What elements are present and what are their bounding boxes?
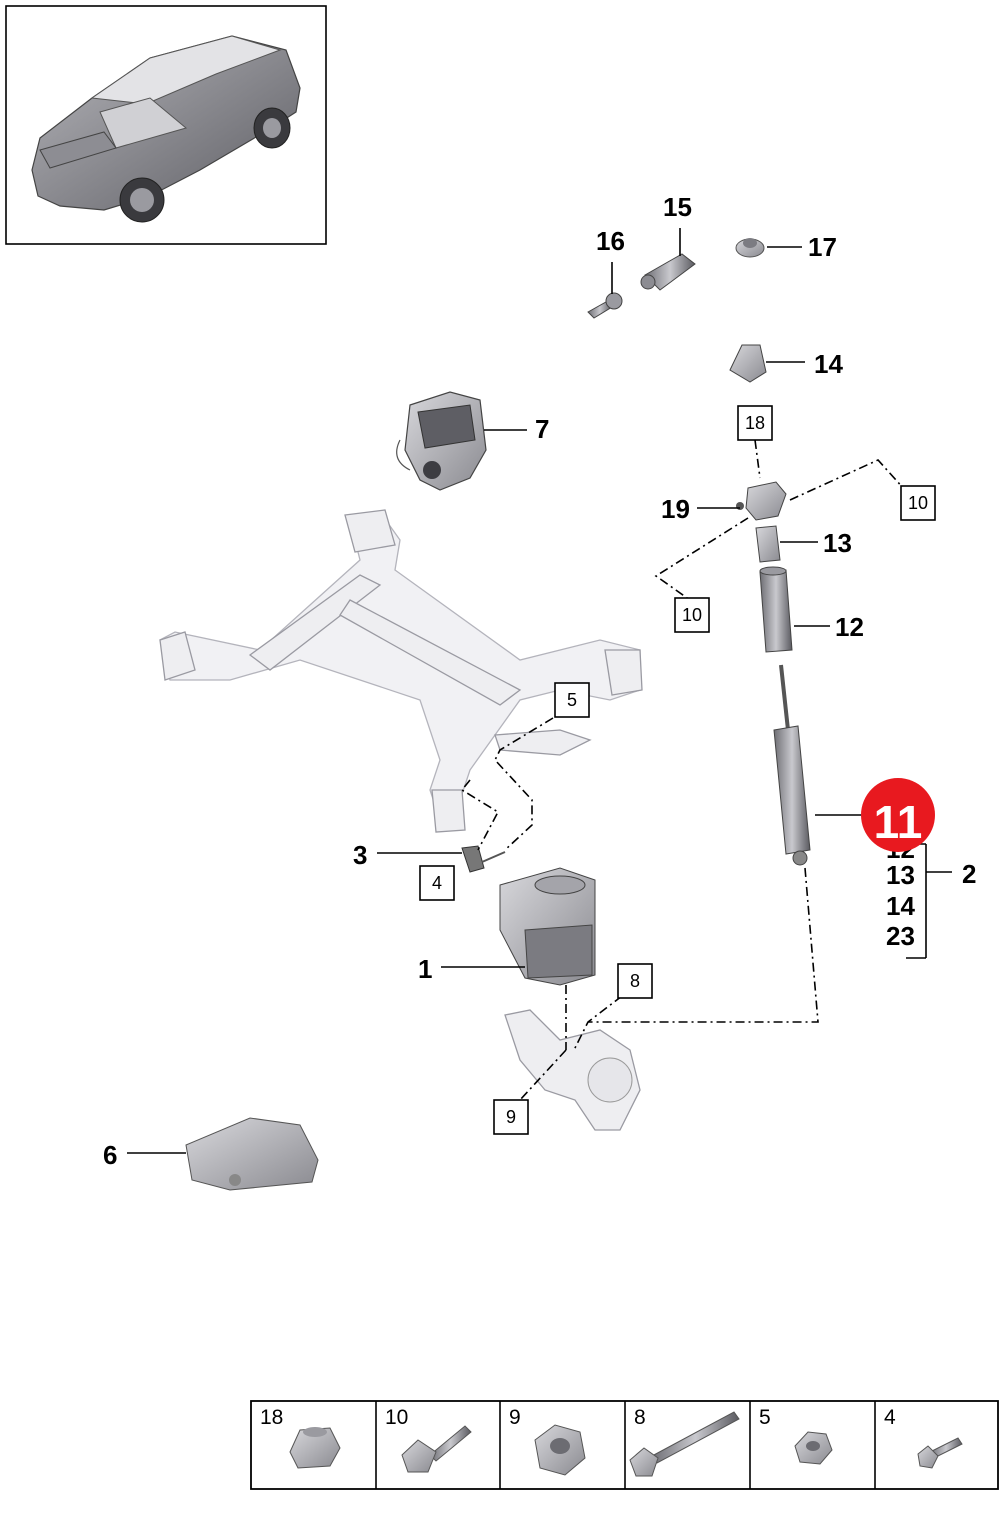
svg-text:18: 18 bbox=[260, 1406, 283, 1429]
fastener-cell-10[interactable]: 10 bbox=[385, 1406, 472, 1473]
callout-3: 3 bbox=[353, 840, 367, 870]
boxed-references: 18 10 10 5 4 8 9 bbox=[419, 405, 936, 1135]
boxed-ref-4[interactable]: 4 bbox=[419, 865, 455, 901]
callout-13: 13 bbox=[823, 528, 852, 558]
rear-axle-subframe[interactable] bbox=[159, 509, 643, 833]
svg-text:4: 4 bbox=[884, 1406, 896, 1429]
callout-numbers: 15 16 17 14 7 19 13 12 3 1 6 2 bbox=[103, 192, 976, 1170]
boxed-ref-18[interactable]: 18 bbox=[737, 405, 773, 441]
callout-14: 14 bbox=[814, 349, 843, 379]
svg-text:10: 10 bbox=[682, 605, 702, 625]
callout-2: 2 bbox=[962, 859, 976, 889]
svg-text:9: 9 bbox=[509, 1406, 521, 1429]
fastener-cell-5[interactable]: 5 bbox=[759, 1406, 833, 1465]
shock-absorber-part-11[interactable] bbox=[773, 664, 811, 866]
boxed-ref-8[interactable]: 8 bbox=[617, 963, 653, 999]
connection-lines bbox=[460, 439, 906, 1101]
assembly-item-13: 13 bbox=[886, 860, 915, 890]
boxed-ref-5[interactable]: 5 bbox=[554, 682, 590, 718]
callout-15: 15 bbox=[663, 192, 692, 222]
fastener-table: 18 10 9 8 5 4 bbox=[250, 1400, 999, 1490]
svg-text:5: 5 bbox=[759, 1406, 771, 1429]
upper-mount-part-19[interactable] bbox=[736, 481, 787, 521]
air-supply-unit-part[interactable] bbox=[396, 391, 487, 491]
wheel-carrier[interactable] bbox=[504, 1009, 641, 1131]
air-spring-part-1[interactable] bbox=[499, 867, 596, 986]
assembly-item-14: 14 bbox=[886, 891, 915, 921]
svg-text:10: 10 bbox=[385, 1406, 408, 1429]
vehicle-thumbnail[interactable] bbox=[5, 5, 327, 245]
nut-part-17[interactable] bbox=[735, 238, 765, 258]
svg-text:8: 8 bbox=[634, 1406, 646, 1429]
boxed-ref-9[interactable]: 9 bbox=[493, 1099, 529, 1135]
sensor-part-15[interactable] bbox=[640, 253, 696, 291]
fastener-cell-9[interactable]: 9 bbox=[509, 1406, 586, 1476]
svg-text:8: 8 bbox=[630, 971, 640, 991]
svg-text:4: 4 bbox=[432, 873, 442, 893]
callout-17: 17 bbox=[808, 232, 837, 262]
svg-text:10: 10 bbox=[908, 493, 928, 513]
hotspot-label: 11 bbox=[874, 796, 923, 848]
top-mount-part-14[interactable] bbox=[729, 344, 767, 383]
callout-19: 19 bbox=[661, 494, 690, 524]
control-unit-part-6[interactable] bbox=[185, 1117, 319, 1191]
boxed-ref-10-lower[interactable]: 10 bbox=[674, 597, 710, 633]
callout-6: 6 bbox=[103, 1140, 117, 1170]
hotspot-marker-11[interactable]: 11 bbox=[861, 778, 935, 852]
boxed-ref-10-upper[interactable]: 10 bbox=[900, 485, 936, 521]
svg-text:9: 9 bbox=[506, 1107, 516, 1127]
fastener-cell-8[interactable]: 8 bbox=[629, 1406, 740, 1477]
callout-7: 7 bbox=[535, 414, 549, 444]
ball-stud-part-16[interactable] bbox=[587, 292, 623, 319]
level-sensor-part-3[interactable] bbox=[461, 845, 506, 873]
callout-1: 1 bbox=[418, 954, 432, 984]
fastener-cell-18[interactable]: 18 bbox=[260, 1406, 341, 1469]
protective-sleeve-part-12[interactable] bbox=[759, 566, 793, 653]
callout-16: 16 bbox=[596, 226, 625, 256]
bump-stop-part-13[interactable] bbox=[755, 525, 781, 563]
svg-text:18: 18 bbox=[745, 413, 765, 433]
fastener-cell-4[interactable]: 4 bbox=[884, 1406, 963, 1469]
svg-text:5: 5 bbox=[567, 690, 577, 710]
assembly-item-23: 23 bbox=[886, 921, 915, 951]
callout-12: 12 bbox=[835, 612, 864, 642]
